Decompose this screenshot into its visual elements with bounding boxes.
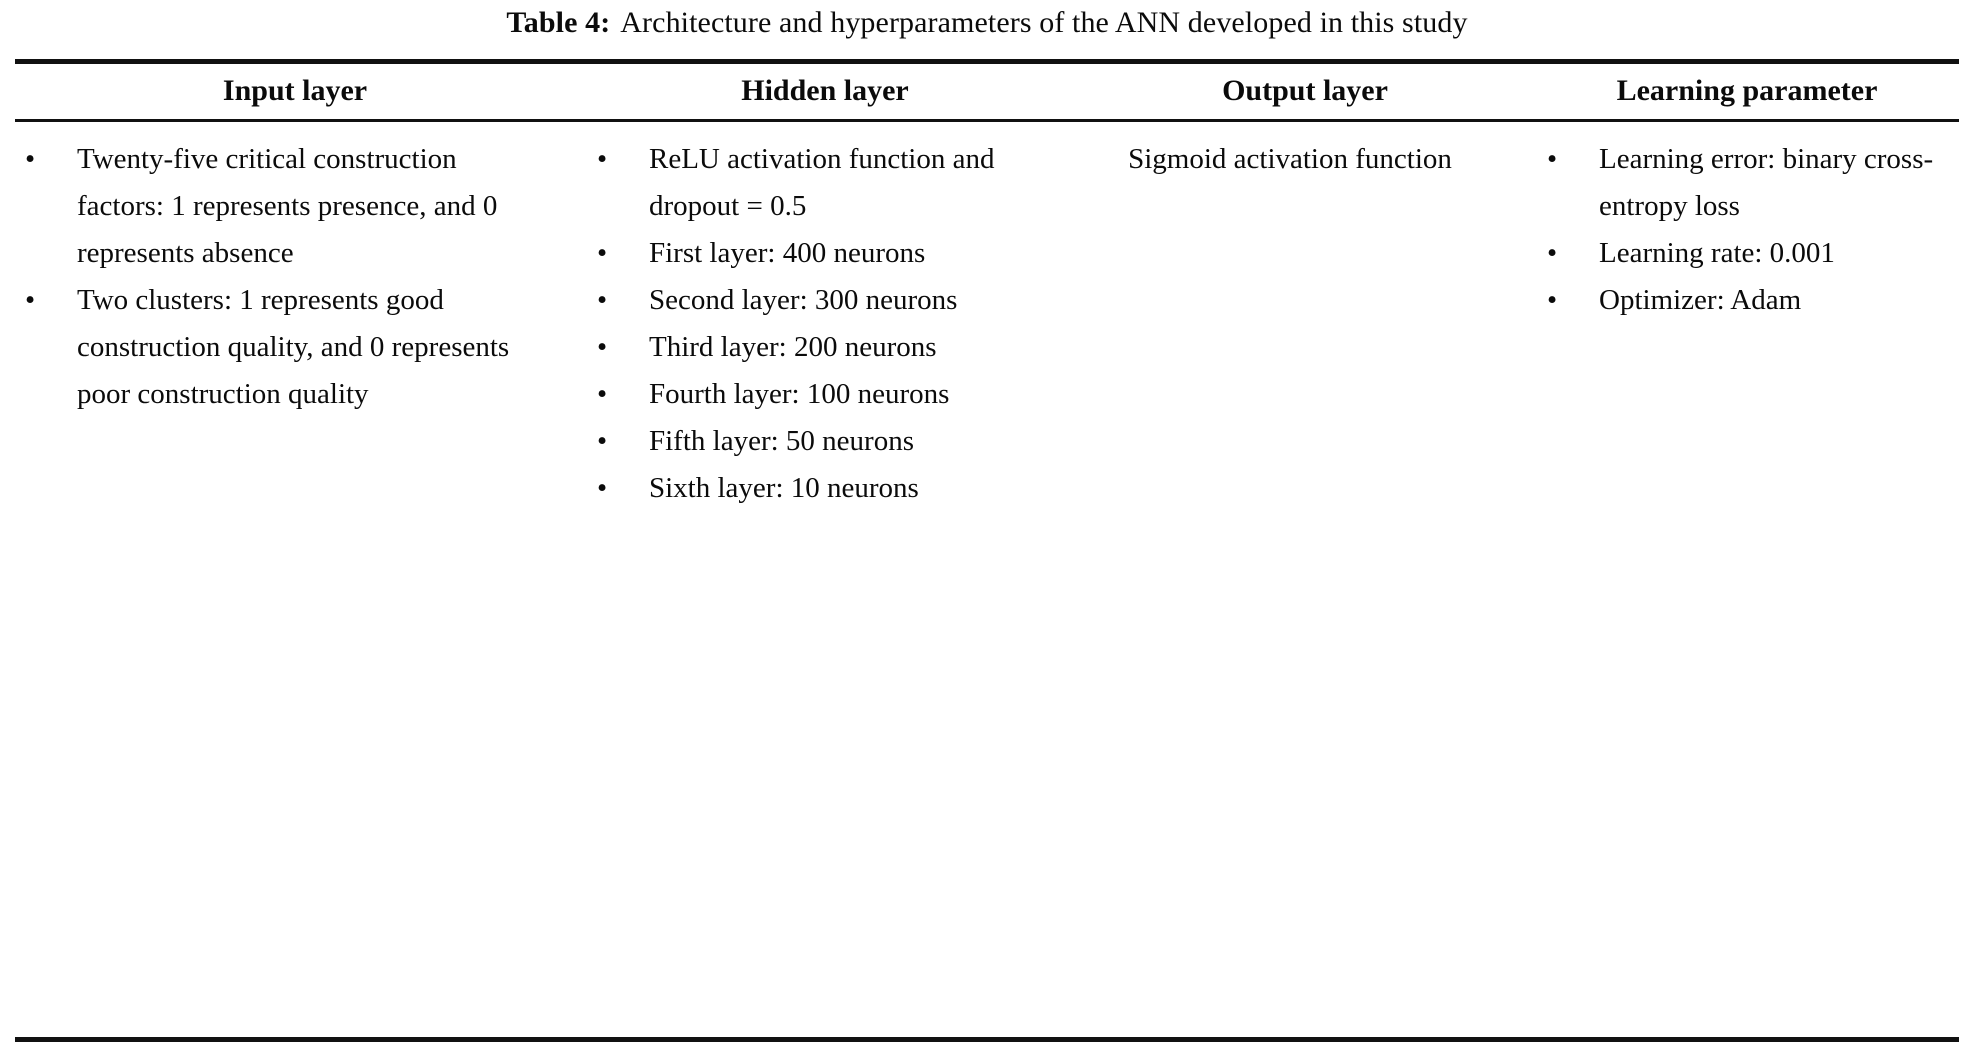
- list-item: • Second layer: 300 neurons: [575, 277, 1075, 324]
- list-item-text: Fourth layer: 100 neurons: [649, 378, 950, 410]
- bullet-icon: •: [597, 425, 608, 457]
- table-header-row: Input layer Hidden layer Output layer Le…: [15, 64, 1959, 109]
- list-item-text: ReLU activation function and dropout = 0…: [649, 143, 995, 222]
- list-item: • ReLU activation function and dropout =…: [575, 136, 1075, 230]
- list-item: • Fourth layer: 100 neurons: [575, 371, 1075, 418]
- list-item-text: Sixth layer: 10 neurons: [649, 472, 919, 504]
- column-header-hidden-layer: Hidden layer: [741, 74, 909, 107]
- column-header-learning-parameter: Learning parameter: [1616, 74, 1878, 107]
- bullet-icon: •: [597, 331, 608, 363]
- list-item: • Learning error: binary cross-entropy l…: [1535, 136, 1959, 230]
- table-top-rule: [15, 59, 1959, 64]
- bullet-list-learning-parameter: • Learning error: binary cross-entropy l…: [1535, 136, 1959, 324]
- bullet-icon: •: [597, 378, 608, 410]
- table-bottom-rule: [15, 1037, 1959, 1042]
- output-layer-text: Sigmoid activation function: [1128, 143, 1452, 175]
- list-item-text: Learning error: binary cross-entropy los…: [1599, 143, 1934, 222]
- list-item-text: Learning rate: 0.001: [1599, 237, 1835, 269]
- bullet-icon: •: [1547, 237, 1558, 269]
- table-header-rule: [15, 119, 1959, 122]
- list-item: • Two clusters: 1 represents good constr…: [15, 277, 575, 418]
- bullet-icon: •: [597, 284, 608, 316]
- list-item-text: Optimizer: Adam: [1599, 284, 1802, 316]
- list-item-text: First layer: 400 neurons: [649, 237, 926, 269]
- bullet-icon: •: [597, 472, 608, 504]
- list-item: • Twenty-five critical construction fact…: [15, 136, 575, 277]
- table-caption: Table 4: Architecture and hyperparameters…: [0, 0, 1974, 40]
- column-header-input-layer: Input layer: [222, 74, 368, 107]
- table-cell-hidden-layer: • ReLU activation function and dropout =…: [575, 136, 1075, 512]
- list-item-text: Fifth layer: 50 neurons: [649, 425, 914, 457]
- list-item: • Fifth layer: 50 neurons: [575, 418, 1075, 465]
- bullet-icon: •: [597, 143, 608, 175]
- list-item: • Optimizer: Adam: [1535, 277, 1959, 324]
- table-cell-input-layer: • Twenty-five critical construction fact…: [15, 136, 575, 418]
- bullet-icon: •: [1547, 143, 1558, 175]
- table-cell-output-layer: Sigmoid activation function: [1075, 136, 1535, 183]
- bullet-icon: •: [597, 237, 608, 269]
- bullet-icon: •: [1547, 284, 1558, 316]
- list-item: • Learning rate: 0.001: [1535, 230, 1959, 277]
- bullet-icon: •: [25, 284, 36, 316]
- table-caption-label: Table 4:: [506, 6, 611, 39]
- list-item-text: Third layer: 200 neurons: [649, 331, 937, 363]
- bullet-icon: •: [25, 143, 36, 175]
- bullet-list-hidden-layer: • ReLU activation function and dropout =…: [575, 136, 1075, 512]
- bullet-list-input-layer: • Twenty-five critical construction fact…: [15, 136, 575, 418]
- list-item-text: Twenty-five critical construction factor…: [77, 143, 498, 269]
- list-item: • Third layer: 200 neurons: [575, 324, 1075, 371]
- column-header-output-layer: Output layer: [1222, 74, 1388, 107]
- list-item-text: Second layer: 300 neurons: [649, 284, 958, 316]
- table-body-row: • Twenty-five critical construction fact…: [15, 122, 1959, 512]
- list-item: • Sixth layer: 10 neurons: [575, 465, 1075, 512]
- list-item-text: Two clusters: 1 represents good construc…: [77, 284, 510, 410]
- table-caption-text: Architecture and hyperparameters of the …: [620, 6, 1468, 39]
- table-cell-learning-parameter: • Learning error: binary cross-entropy l…: [1535, 136, 1959, 324]
- list-item: • First layer: 400 neurons: [575, 230, 1075, 277]
